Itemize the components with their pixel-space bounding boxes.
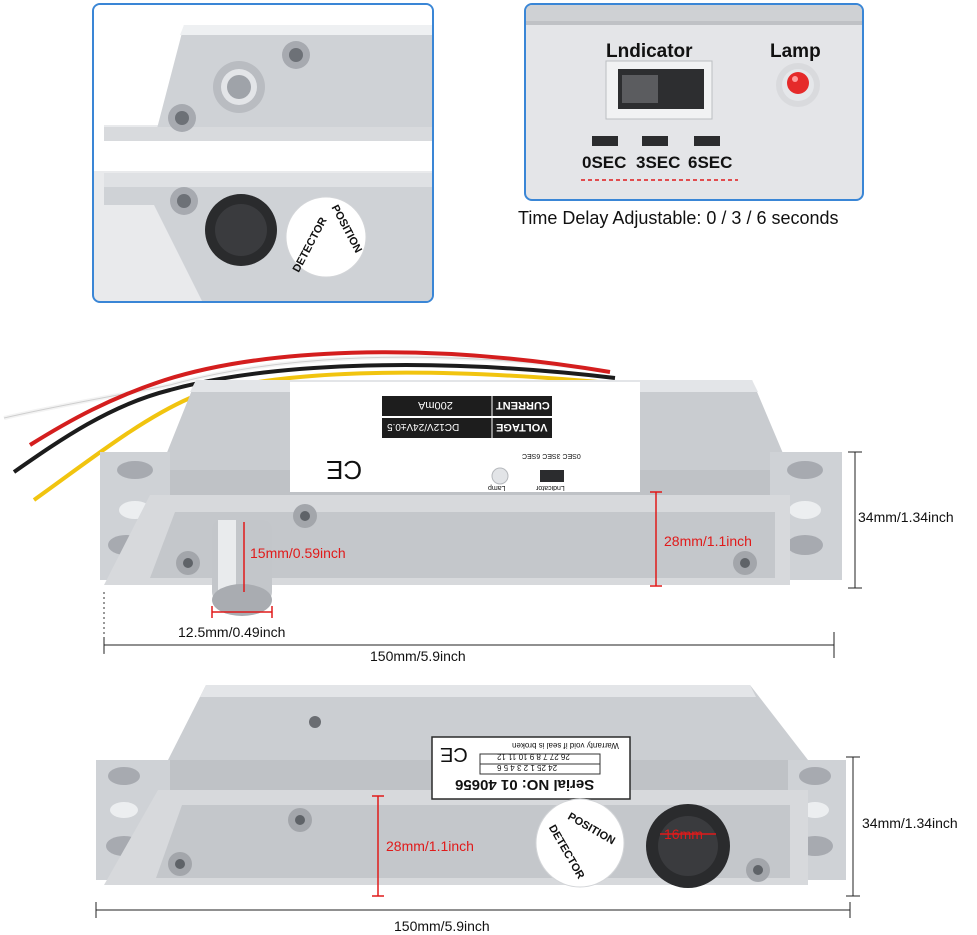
number-row1: 26 27 7 8 9 10 11 12	[497, 752, 570, 761]
time-delay-caption: Time Delay Adjustable: 0 / 3 / 6 seconds	[518, 208, 839, 228]
current-header: CURRENT	[496, 399, 550, 411]
warranty-text: Warranty void if seal is broken	[512, 741, 619, 750]
lock2-ce-mark: CE	[440, 743, 468, 765]
lock2-height-dim: 34mm/1.34inch	[862, 815, 958, 831]
serial-number: Serial NO: 01 40656	[455, 776, 595, 793]
switch-label: 0SEC 3SEC 6SEC	[522, 452, 581, 459]
lock2-detector-text: DETECTOR	[545, 822, 587, 882]
pin-length-dim: 15mm/0.59inch	[250, 545, 346, 561]
pin-diameter-dim: 12.5mm/0.49inch	[178, 624, 286, 640]
sec3-label: 3SEC	[636, 153, 681, 172]
ce-mark: CE	[326, 455, 363, 485]
lamp-small-label: Lamp	[488, 484, 506, 491]
number-row2: 24 25 1 2 3 4 5 6	[497, 763, 558, 772]
lamp-label: Lamp	[770, 41, 821, 62]
lock2-width-dim: 150mm/5.9inch	[394, 918, 490, 934]
lock1-height-dim: 34mm/1.34inch	[858, 509, 954, 525]
detail-panel-bolt: POSITION DETECTOR	[92, 3, 434, 303]
bolt-closeup-illustration	[94, 5, 432, 301]
lock2-position-text: POSITION	[565, 810, 618, 848]
lock2-body-dim: 28mm/1.1inch	[386, 838, 474, 854]
indicator-closeup-illustration	[526, 5, 862, 181]
lock1-body-dim: 28mm/1.1inch	[664, 533, 752, 549]
current-value: 200mA	[418, 399, 453, 411]
voltage-value: DC12V/24V±0.5	[387, 421, 460, 432]
indicator-small-label: Lndicator	[536, 484, 565, 491]
sec6-label: 6SEC	[688, 153, 733, 172]
voltage-header: VOLTAGE	[496, 421, 548, 433]
indicator-label: Lndicator	[606, 41, 693, 62]
lock1-width-dim: 150mm/5.9inch	[370, 648, 466, 664]
detail-panel-indicator: Lndicator Lamp 0SEC 3SEC 6SEC	[524, 3, 864, 201]
sec0-label: 0SEC	[582, 153, 627, 172]
hole-diameter-dim: 16mm	[664, 826, 703, 842]
